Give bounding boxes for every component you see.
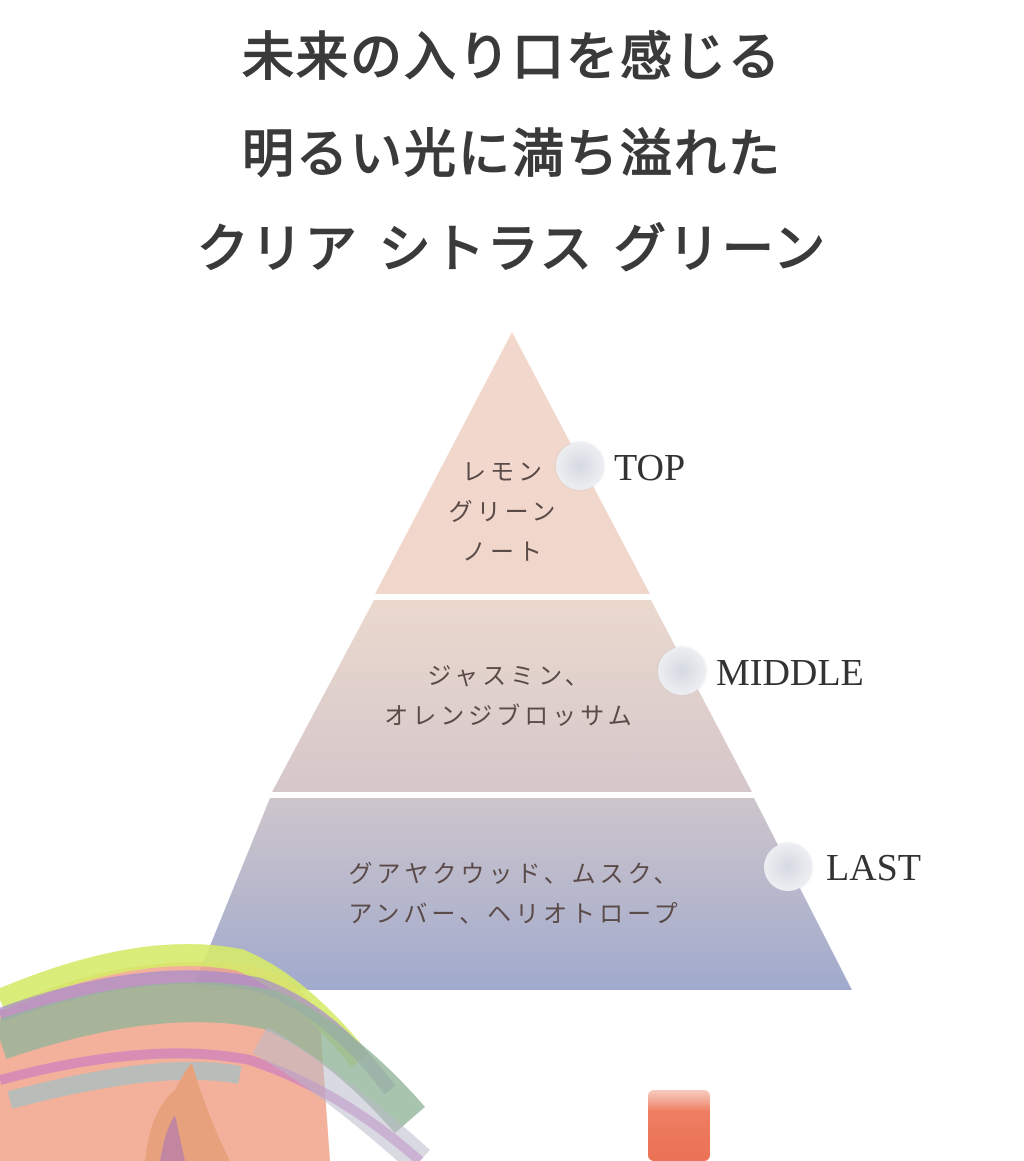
- headline-line-2: 明るい光に満ち溢れた: [241, 124, 782, 185]
- headline-line-3: クリア シトラス グリーン: [196, 219, 828, 280]
- tier-label-last: LAST: [826, 847, 921, 889]
- top-note-line-2: グリーン: [448, 498, 560, 526]
- pyramid-tier-last: [192, 798, 852, 990]
- tier-label-middle: MIDDLE: [716, 652, 864, 694]
- middle-note-line-2: オレンジブロッサム: [384, 702, 636, 730]
- top-note-line-1: レモン: [462, 458, 546, 486]
- middle-notes: ジャスミン、 オレンジブロッサム: [340, 656, 680, 736]
- top-notes: レモン グリーン ノート: [432, 452, 602, 572]
- headline-line-1: 未来の入り口を感じる: [241, 27, 782, 88]
- last-marker-icon: [764, 843, 812, 891]
- tier-label-top: TOP: [614, 447, 686, 489]
- middle-marker-icon: [658, 647, 706, 695]
- last-note-line-1: グアヤクウッド、ムスク、: [348, 860, 682, 888]
- pyramid-tier-middle: [272, 600, 752, 792]
- pyramid-tier-top: [375, 332, 650, 594]
- top-note-line-3: ノート: [462, 538, 546, 566]
- top-marker-icon: [556, 442, 604, 490]
- last-notes: グアヤクウッド、ムスク、 アンバー、ヘリオトロープ: [300, 854, 730, 934]
- last-note-line-2: アンバー、ヘリオトロープ: [348, 900, 682, 928]
- middle-note-line-1: ジャスミン、: [427, 662, 593, 690]
